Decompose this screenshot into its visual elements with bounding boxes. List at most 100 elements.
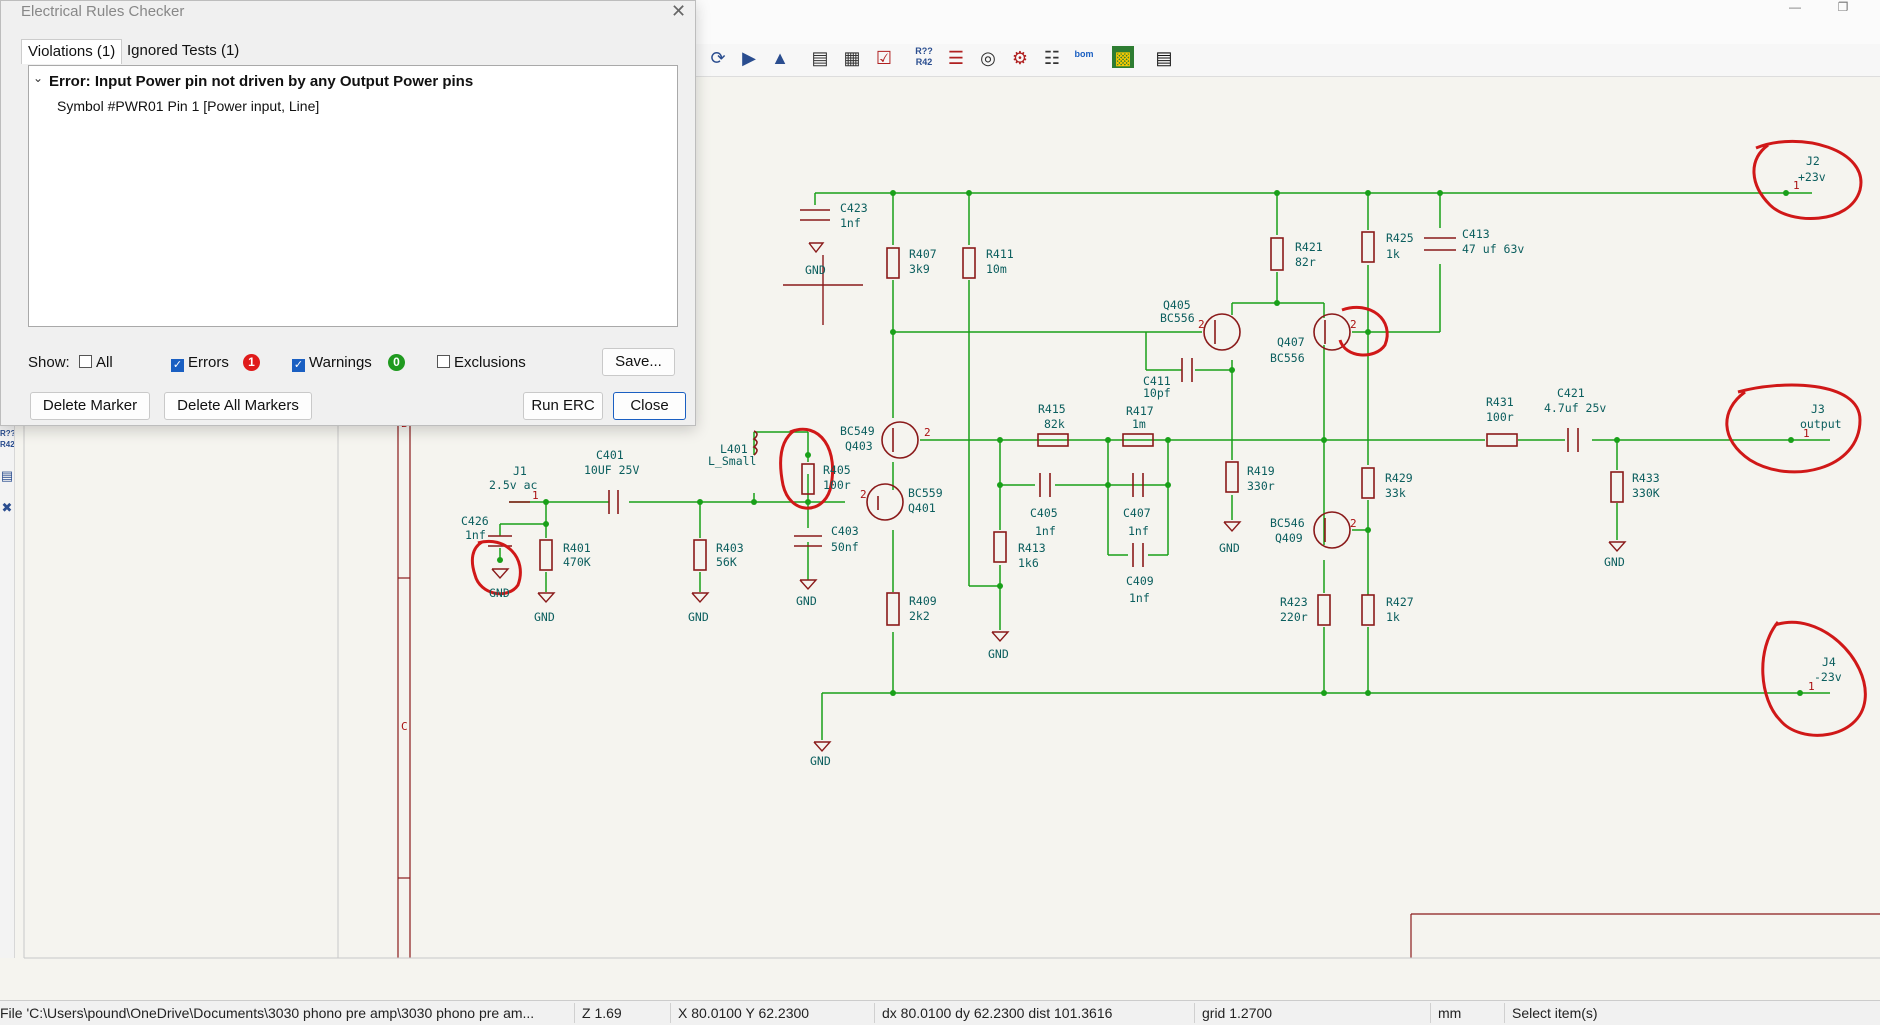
status-separator (874, 1003, 875, 1023)
label-r429-val: 33k (1385, 486, 1406, 500)
simulator-icon[interactable]: ◎ (980, 48, 996, 68)
assign-footprints-icon[interactable]: ⚙ (1011, 48, 1029, 68)
label-c411-ref: C411 (1143, 374, 1171, 388)
label-r419-val: 330r (1247, 479, 1275, 493)
red-markup-circles (470, 139, 1867, 737)
label-r415-ref: R415 (1038, 402, 1066, 416)
status-separator (1430, 1003, 1431, 1023)
filter-warnings[interactable]: ✓Warnings (292, 354, 372, 372)
schematic-canvas[interactable]: B C (0, 0, 1880, 1000)
close-button[interactable]: Close (613, 392, 686, 420)
label-c407-val: 1nf (1128, 524, 1149, 538)
status-units: mm (1438, 1005, 1462, 1021)
label-c421-val: 4.7uf 25v (1544, 401, 1606, 415)
minimize-icon[interactable]: — (1789, 0, 1801, 14)
label-r405-ref: R405 (823, 463, 851, 477)
annotate-icon[interactable]: R??R42 (915, 46, 933, 67)
wires (499, 192, 1830, 740)
label-r401-val: 470K (563, 555, 591, 569)
restore-icon[interactable]: ❐ (1837, 0, 1849, 14)
sheet-zone-c: C (401, 720, 408, 733)
label-r423-val: 220r (1280, 610, 1308, 624)
warnings-count-badge: 0 (388, 354, 405, 371)
checkbox-warnings[interactable]: ✓ (292, 359, 305, 372)
sheet-border (397, 415, 1880, 958)
label-r403-ref: R403 (716, 541, 744, 555)
checkbox-all[interactable] (79, 355, 92, 368)
checkbox-exclusions[interactable] (437, 355, 450, 368)
label-r411-ref: R411 (986, 247, 1014, 261)
label-gnd-c403: GND (796, 594, 817, 608)
status-cursor-xy: X 80.0100 Y 62.2300 (678, 1005, 810, 1021)
label-q407-ref: Q407 (1277, 335, 1305, 349)
pin-numbers: 1 1 1 1 2 2 2 2 2 (532, 179, 1815, 693)
save-button[interactable]: Save... (602, 348, 675, 376)
library-browser-icon[interactable]: ▦ (843, 48, 861, 68)
label-q401: Q401 (908, 501, 936, 515)
properties-icon[interactable]: ▤ (0, 468, 14, 483)
label-bc559: BC559 (908, 486, 943, 500)
collapse-chevron-icon[interactable]: ⌄ (33, 71, 44, 85)
label-c407-ref: C407 (1123, 506, 1151, 520)
label-gnd-r413: GND (988, 647, 1009, 661)
delete-all-markers-button[interactable]: Delete All Markers (164, 392, 312, 420)
violations-list[interactable]: ⌄ Error: Input Power pin not driven by a… (28, 65, 678, 327)
label-c401-ref: C401 (596, 448, 624, 462)
label-r427-val: 1k (1386, 610, 1400, 624)
svg-text:2: 2 (1350, 318, 1357, 331)
label-r425-ref: R425 (1386, 231, 1414, 245)
label-c405-ref: C405 (1030, 506, 1058, 520)
status-delta: dx 80.0100 dy 62.2300 dist 101.3616 (882, 1005, 1113, 1021)
annotate-side-icon[interactable]: R??R42 (0, 429, 14, 449)
label-r433-val: 330K (1632, 486, 1660, 500)
label-c423-val: 1nf (840, 216, 861, 230)
label-r409-val: 2k2 (909, 609, 930, 623)
label-c413-val: 47 uf 63v (1462, 242, 1524, 256)
dialog-close-icon[interactable]: ✕ (671, 1, 687, 21)
erc-icon[interactable]: ☰ (947, 48, 965, 68)
label-c401-val: 10UF 25V (584, 463, 639, 477)
label-j1-ref: J1 (513, 464, 527, 478)
pcb-editor-icon[interactable]: ▩ (1112, 46, 1134, 68)
label-r423-ref: R423 (1280, 595, 1308, 609)
symbol-editor-icon[interactable]: ▤ (811, 48, 829, 68)
tools-icon[interactable]: ✖ (1, 500, 13, 515)
status-zoom: Z 1.69 (582, 1005, 622, 1021)
filter-errors[interactable]: ✓Errors (171, 354, 229, 372)
tab-violations[interactable]: Violations (1) (21, 39, 123, 64)
rotate-icon[interactable]: ⟳ (710, 48, 726, 68)
checkbox-errors[interactable]: ✓ (171, 359, 184, 372)
status-separator (1504, 1003, 1505, 1023)
violation-error[interactable]: Error: Input Power pin not driven by any… (49, 73, 474, 90)
tab-ignored-tests[interactable]: Ignored Tests (1) (127, 42, 240, 59)
status-separator (1194, 1003, 1195, 1023)
mirror-v-icon[interactable]: ▶ (742, 48, 756, 68)
svg-text:2: 2 (860, 488, 867, 501)
table-icon[interactable]: ☷ (1043, 48, 1061, 68)
label-j4-ref: J4 (1822, 655, 1836, 669)
label-r403-val: 56K (716, 555, 737, 569)
scripting-console-icon[interactable]: ▤ (1155, 48, 1173, 68)
run-erc-button[interactable]: Run ERC (523, 392, 603, 420)
svg-text:2: 2 (1350, 517, 1357, 530)
schematic-labels: C4231nfGNDR4073k9R41110mR42182rR4251kC41… (461, 154, 1842, 768)
status-grid: grid 1.2700 (1202, 1005, 1273, 1021)
label-q403: Q403 (845, 439, 873, 453)
label-r413-ref: R413 (1018, 541, 1046, 555)
label-j2-ref: J2 (1806, 154, 1820, 168)
bom-icon[interactable]: bom (1074, 49, 1094, 59)
label-r421-ref: R421 (1295, 240, 1323, 254)
mirror-h-icon[interactable]: ▲ (771, 48, 789, 68)
label-r431-val: 100r (1486, 410, 1514, 424)
junctions (497, 190, 1803, 696)
components (488, 209, 1624, 626)
status-mode: Select item(s) (1512, 1005, 1598, 1021)
field-editor-icon[interactable]: ☑ (875, 48, 893, 68)
label-gnd-c426: GND (489, 586, 510, 600)
violation-item[interactable]: Symbol #PWR01 Pin 1 [Power input, Line] (57, 98, 320, 114)
filter-exclusions[interactable]: Exclusions (437, 354, 526, 371)
label-q409: Q409 (1275, 531, 1303, 545)
filter-all[interactable]: All (79, 354, 113, 371)
status-separator (574, 1003, 575, 1023)
delete-marker-button[interactable]: Delete Marker (30, 392, 150, 420)
